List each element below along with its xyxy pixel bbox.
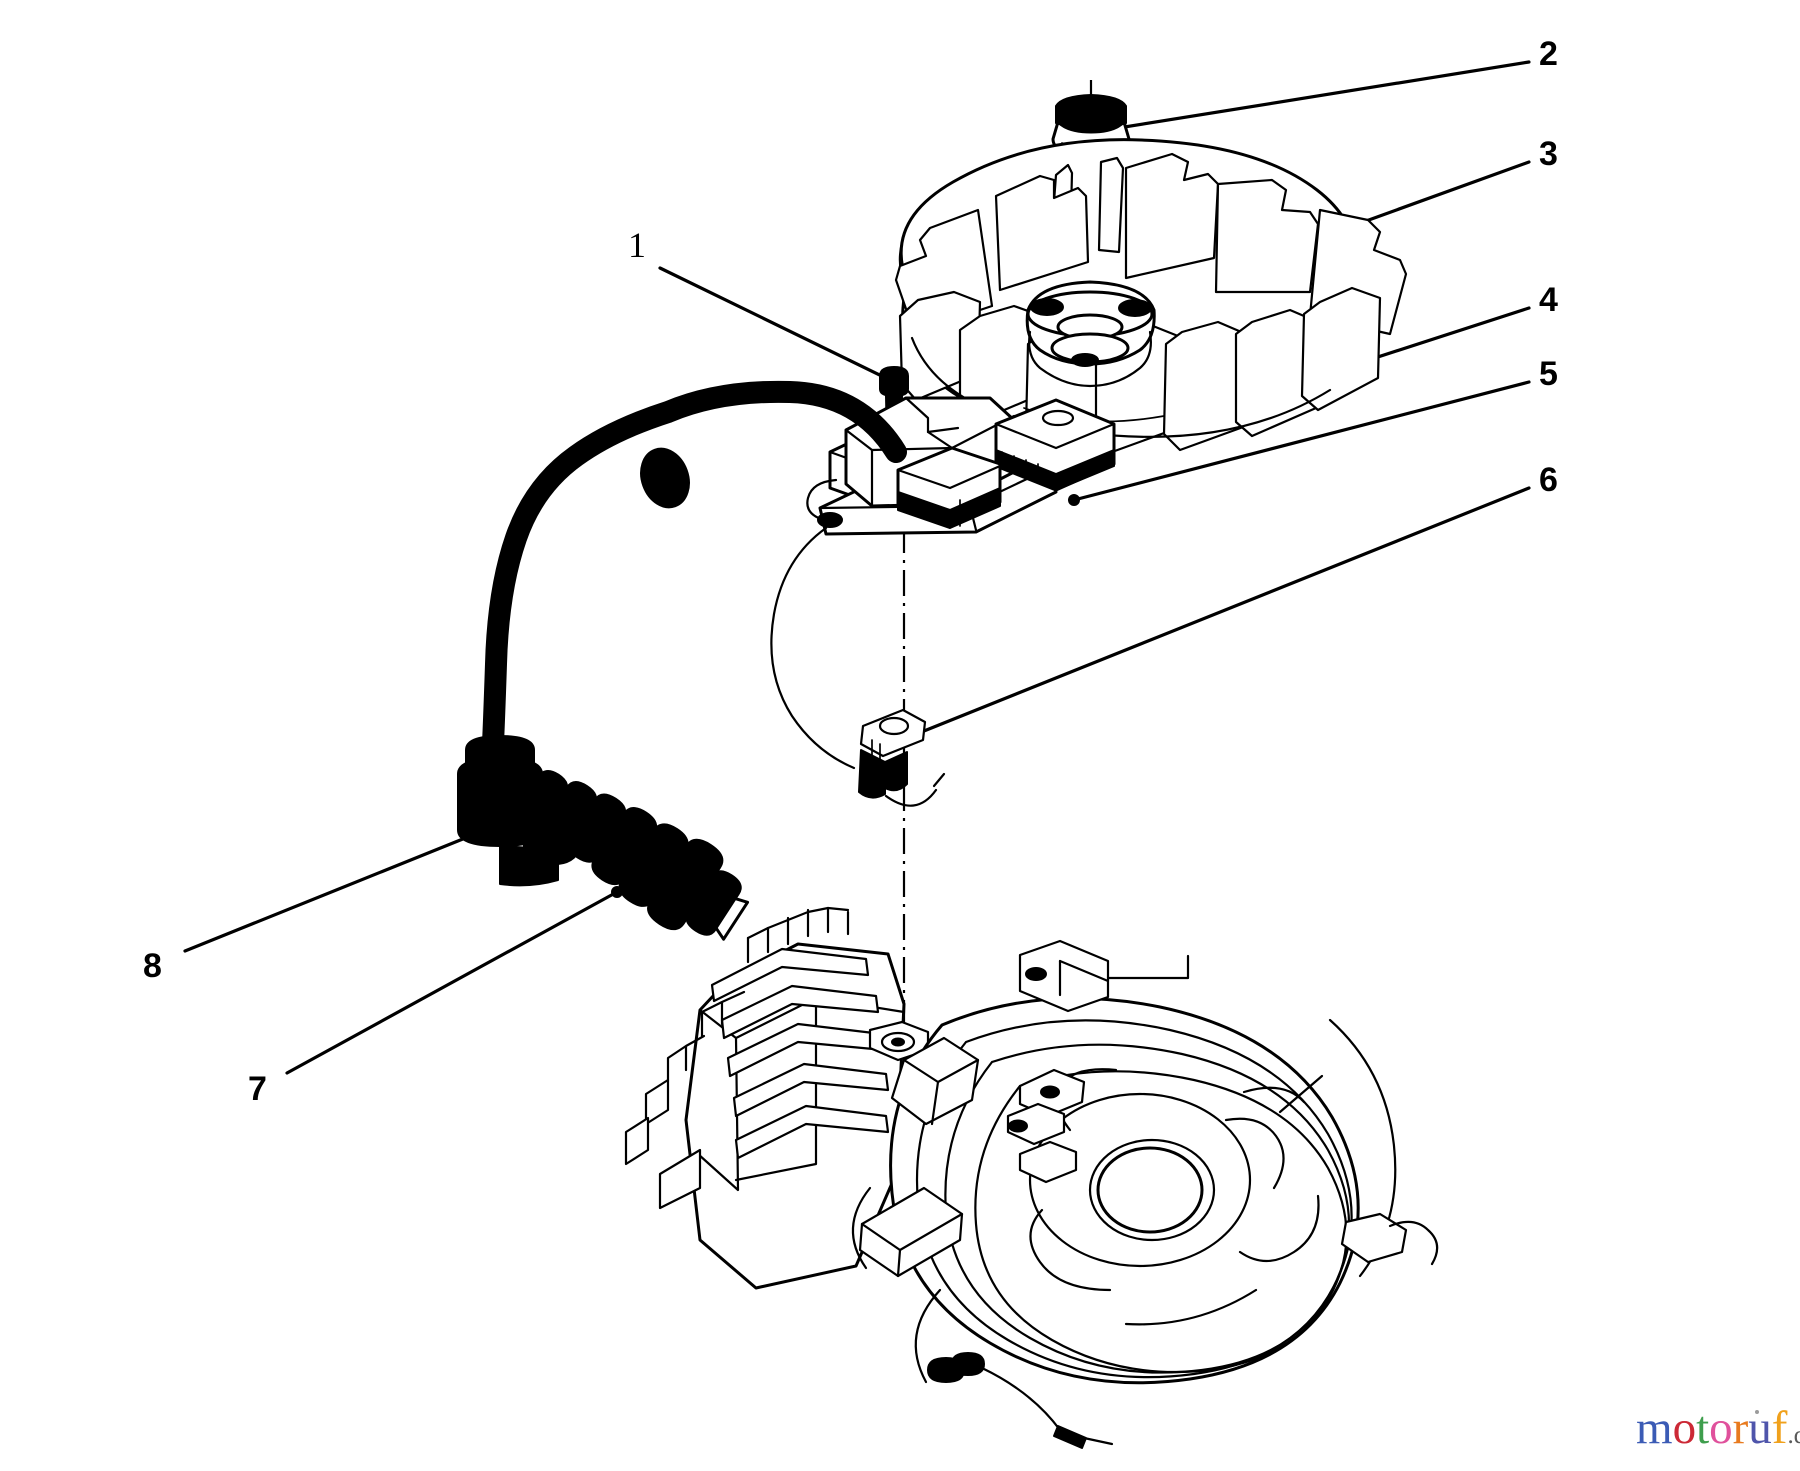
leader-line-2 <box>1110 60 1531 131</box>
callout-label-2: 2 <box>1539 35 1558 73</box>
leader-line-7 <box>285 890 619 1075</box>
watermark-letter-m: m <box>1636 1402 1673 1454</box>
ground-wire-terminal-clip <box>858 708 946 807</box>
motoruf-watermark: motoruf.de <box>1636 1405 1800 1452</box>
coil-mount-boss <box>868 1020 930 1062</box>
callout-label-7: 7 <box>248 1070 267 1108</box>
ground-wire-loop <box>770 526 856 770</box>
leader-line-1 <box>658 266 892 382</box>
high-tension-lead <box>481 380 907 777</box>
callout-label-1: 1 <box>628 225 646 265</box>
callout-label-3: 3 <box>1539 135 1558 173</box>
watermark-letter-o2: o <box>1709 1402 1733 1454</box>
kill-wire-bottom <box>914 1288 1114 1449</box>
callout-label-5: 5 <box>1539 355 1558 393</box>
watermark-tld: .de <box>1787 1422 1800 1449</box>
fin-edges-left <box>666 906 850 1082</box>
leader-line-6 <box>912 486 1531 737</box>
watermark-letter-f: f <box>1771 1402 1788 1454</box>
flywheel <box>894 138 1408 454</box>
watermark-dot <box>1755 1410 1759 1414</box>
leader-line-8 <box>183 820 507 953</box>
cylinder-head-fins <box>624 906 906 1290</box>
watermark-letter-o1: o <box>1672 1402 1697 1454</box>
leader-dot-5 <box>1068 494 1080 506</box>
blower-housing <box>889 939 1439 1385</box>
housing-screw-bosses <box>1006 1068 1086 1184</box>
engine-block-assembly <box>624 906 1439 1385</box>
callout-label-4: 4 <box>1539 281 1558 319</box>
spark-plug <box>521 770 750 941</box>
callout-label-6: 6 <box>1539 461 1558 499</box>
ignition-coil-module <box>806 396 1116 536</box>
watermark-letter-r: r <box>1732 1402 1749 1454</box>
leader-line-5 <box>1072 380 1531 502</box>
callout-label-8: 8 <box>143 947 162 985</box>
watermark-letter-u: u <box>1748 1402 1772 1454</box>
watermark-letter-t: t <box>1696 1402 1710 1454</box>
